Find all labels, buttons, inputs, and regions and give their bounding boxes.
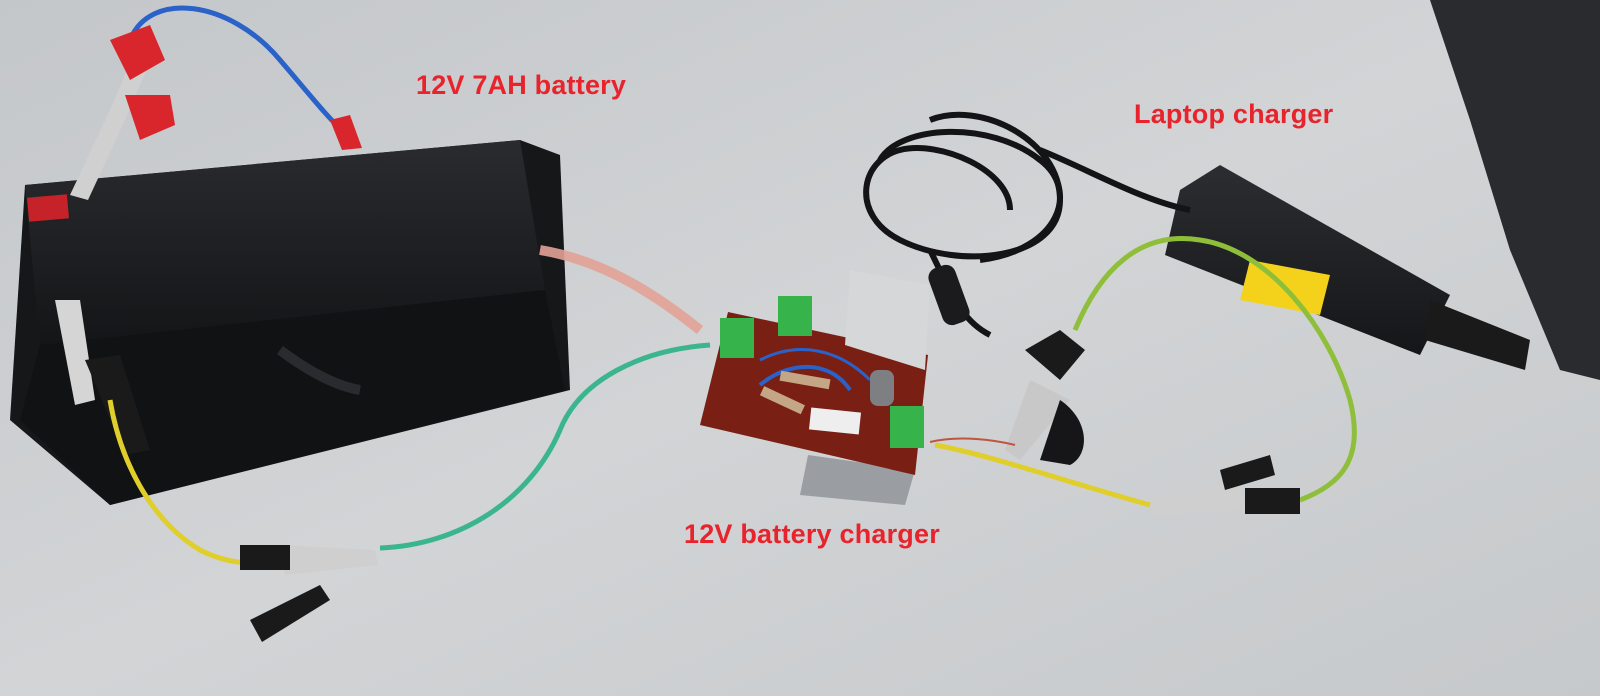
red-alligator-clip <box>70 25 362 200</box>
green-yellow-wire-right <box>1072 236 1357 503</box>
black-alligator-clip <box>55 300 150 455</box>
alligator-clip-right <box>1150 455 1300 515</box>
laptop-edge <box>1430 0 1600 380</box>
red-wire <box>539 245 704 334</box>
battery <box>10 140 570 505</box>
bottom-alligator-clip <box>240 545 378 642</box>
charger-pcb <box>700 270 930 475</box>
laptop-charger-label: Laptop charger <box>1134 99 1334 129</box>
coiled-cable <box>863 111 1191 338</box>
green-wire-left <box>379 342 711 551</box>
black-clip-right <box>1005 330 1085 465</box>
battery-label: 12V 7AH battery <box>416 70 627 100</box>
terminal-blocks <box>720 296 924 448</box>
red-thin-wire <box>929 437 1016 446</box>
ferrite-bead <box>928 264 970 326</box>
blue-wire <box>127 5 342 130</box>
battery-charger-label: 12V battery charger <box>684 519 940 549</box>
yellow-wire-right <box>934 442 1151 508</box>
